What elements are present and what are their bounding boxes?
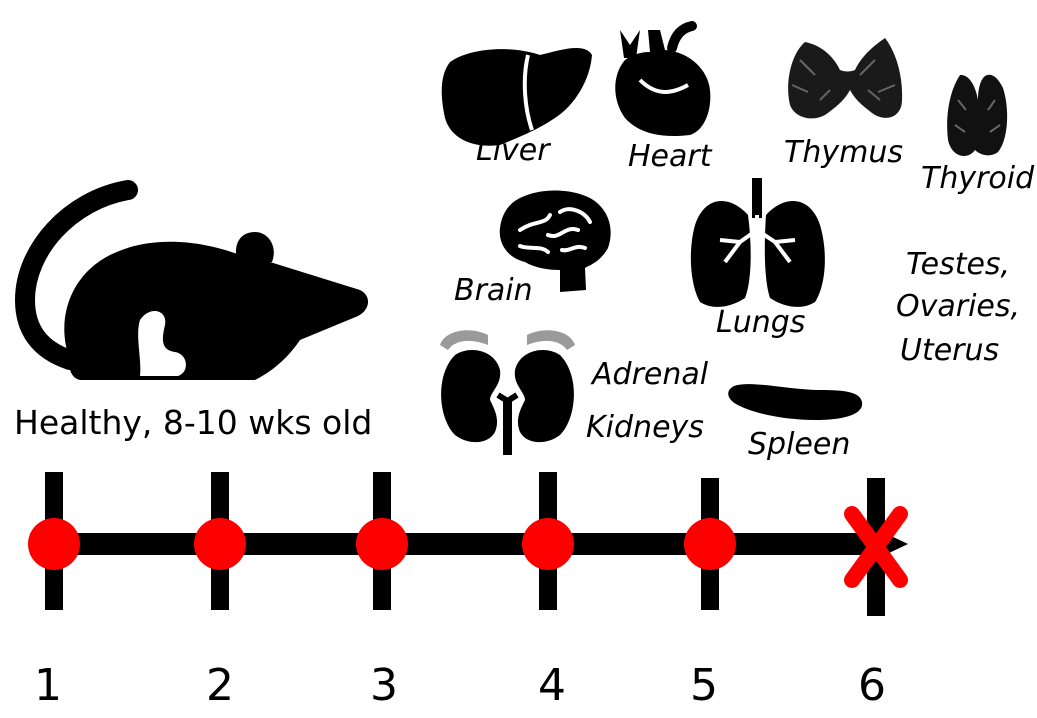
- timeline-dot-3: [356, 518, 408, 570]
- lungs-label: Lungs: [716, 308, 805, 338]
- x-icon: [852, 514, 900, 580]
- timeline-ticks: [54, 472, 876, 616]
- ovaries-label: Ovaries,: [896, 292, 1020, 322]
- subject-caption: Healthy, 8-10 wks old: [14, 406, 372, 439]
- spleen-label: Spleen: [748, 430, 850, 460]
- thyroid-label: Thyroid: [921, 164, 1034, 194]
- brain-label: Brain: [454, 276, 533, 306]
- timeline-point-5: 5: [690, 664, 718, 708]
- timeline-dot-4: [522, 518, 574, 570]
- timeline-point-4: 4: [538, 664, 566, 708]
- timeline-dot-5: [684, 518, 736, 570]
- timeline-arrowhead: [866, 524, 908, 564]
- timeline-point-3: 3: [370, 664, 398, 708]
- timeline-dots: [28, 518, 736, 570]
- adrenal-icon: [440, 330, 488, 350]
- timeline-dot-2: [194, 518, 246, 570]
- heart-label: Heart: [628, 142, 712, 172]
- adrenal-label: Adrenal: [592, 360, 708, 390]
- testes-label: Testes,: [906, 250, 1010, 280]
- timeline-point-6: 6: [858, 664, 886, 708]
- timeline-dot-1: [28, 518, 80, 570]
- liver-label: Liver: [476, 136, 550, 166]
- kidneys-label: Kidneys: [586, 413, 704, 443]
- uterus-label: Uterus: [900, 336, 999, 366]
- thymus-label: Thymus: [784, 138, 903, 168]
- timeline-point-1: 1: [34, 664, 62, 708]
- timeline-point-2: 2: [206, 664, 234, 708]
